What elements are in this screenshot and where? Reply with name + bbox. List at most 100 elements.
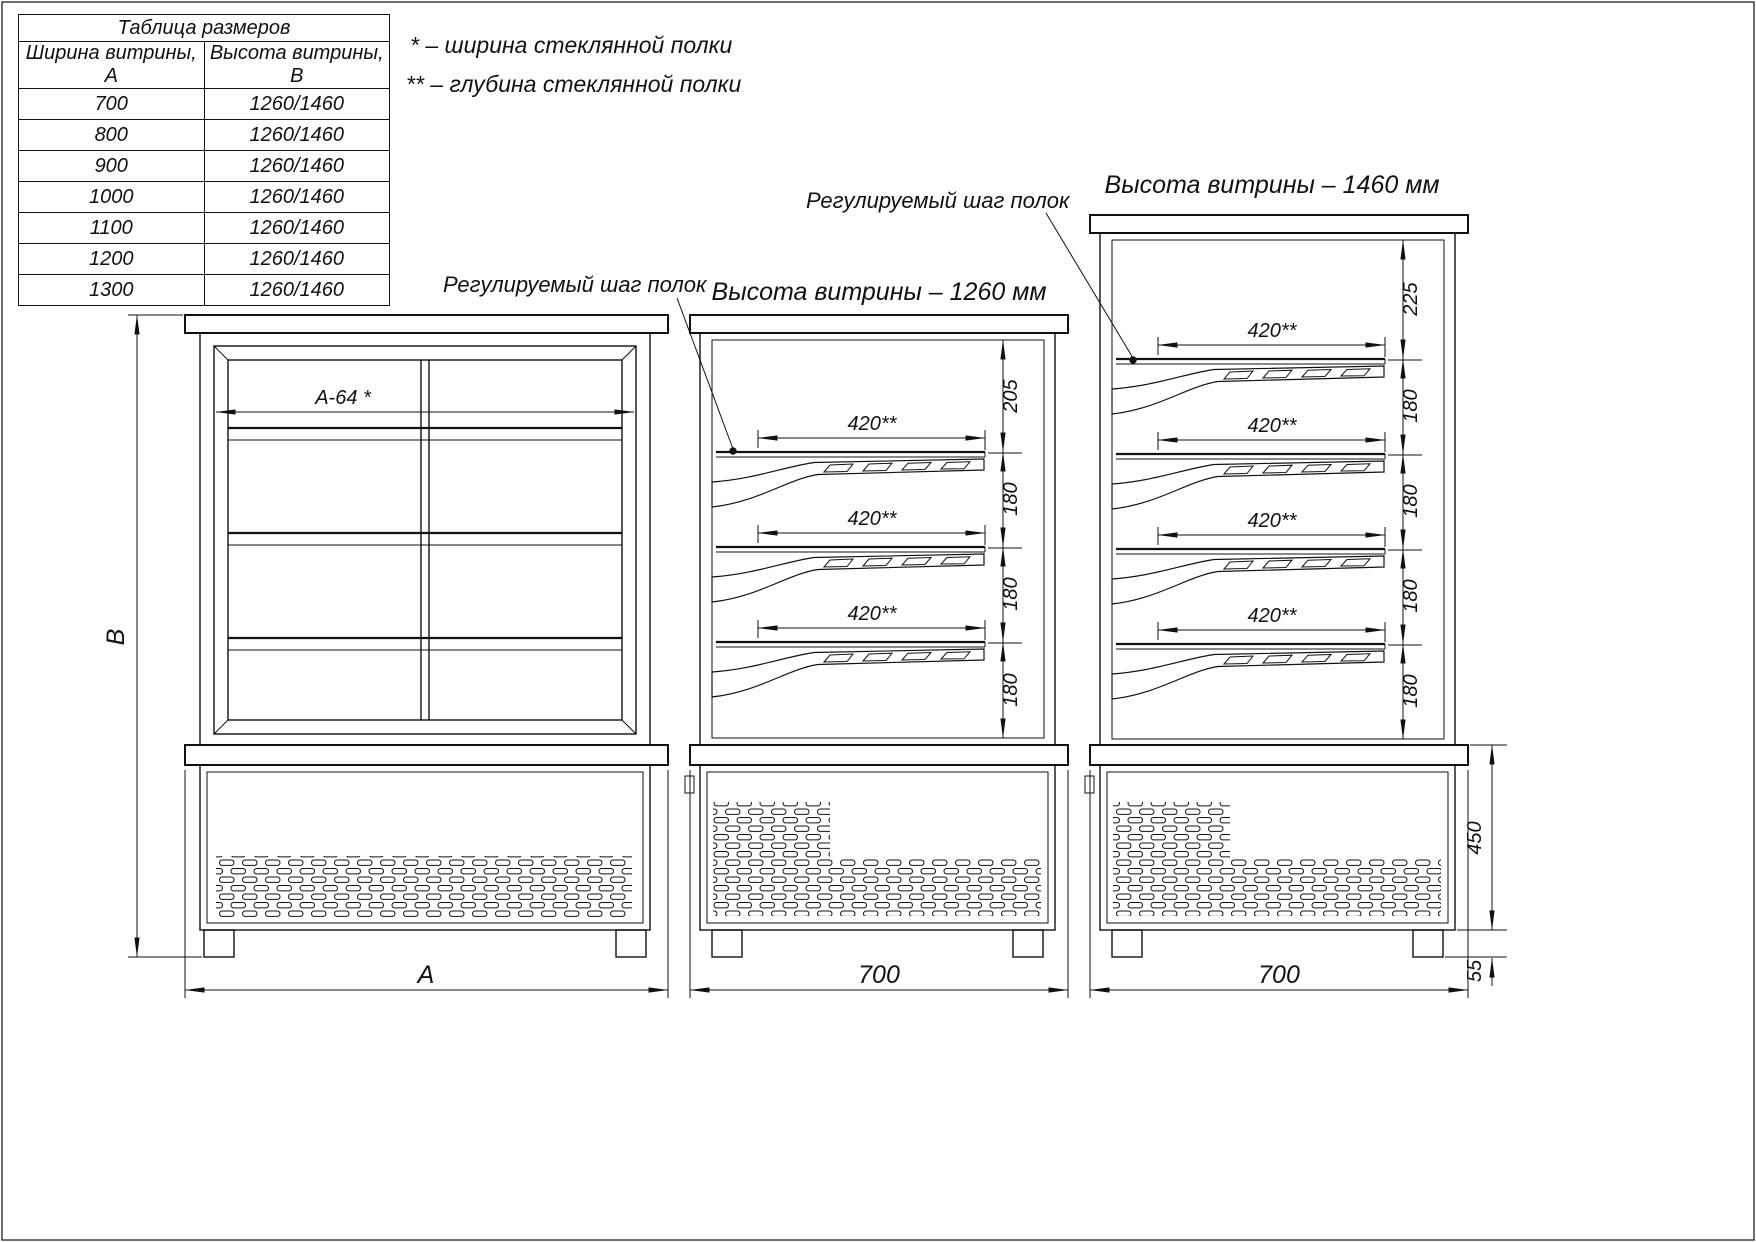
v1460-title: Высота витрины – 1460 мм [1105, 171, 1440, 199]
width-value: 800 [18, 119, 205, 151]
v1260-shelf-depth-3: 420** [848, 603, 898, 625]
width-value: 1000 [18, 181, 205, 213]
v1260-shelf-depth-dims [757, 430, 986, 640]
v1460-callout-leader [1045, 212, 1137, 364]
front-base-cabinet-inner [206, 771, 644, 924]
v1260-width-700-label: 700 [858, 961, 900, 989]
v1260-gap-180-3: 180 [1000, 673, 1022, 706]
v1460-base-cabinet-inner [1106, 771, 1449, 924]
v1460-left-leg [1111, 929, 1143, 958]
height-value: 1260/1460 [203, 181, 390, 213]
v1260-gap-180-1: 180 [1000, 482, 1022, 515]
v1260-base-cabinet-inner [706, 771, 1049, 924]
v1460-gap-225: 225 [1400, 281, 1422, 316]
v1260-dim-width-700 [689, 770, 1069, 998]
size-table: Таблица размеров Ширина витрины, А Высот… [18, 14, 390, 306]
height-value: 1260/1460 [203, 212, 390, 244]
dim-height-B [128, 314, 202, 958]
v1260-shelf-3 [710, 640, 987, 699]
height-value: 1260/1460 [203, 88, 390, 120]
v1460-shelf-1 [1110, 357, 1387, 416]
v1460-leg-height-55-label: 55 [1464, 959, 1486, 982]
v1460-base-height-450-label: 450 [1464, 821, 1486, 854]
v1460-vent-grille-upper [1113, 802, 1230, 858]
v1260-shelf-1 [710, 450, 987, 509]
front-door-frame-inner [227, 359, 623, 721]
height-value: 1260/1460 [203, 274, 390, 306]
v1260-vertical-dim-chain [988, 339, 1022, 739]
v1460-shelf-depth-2: 420** [1248, 415, 1298, 437]
v1460-width-700-label: 700 [1258, 961, 1300, 989]
v1260-shelf-depth-1: 420** [848, 413, 898, 435]
v1260-top-cap [689, 314, 1069, 334]
v1260-gap-205: 205 [1000, 378, 1022, 413]
v1460-callout-label: Регулируемый шаг полок [806, 188, 1071, 213]
v1260-gap-180-2: 180 [1000, 577, 1022, 610]
v1460-dim-width-700 [1089, 770, 1469, 998]
width-value: 1300 [18, 274, 205, 306]
v1260-vent-grille-lower [713, 858, 1041, 916]
v1460-shelf-2 [1110, 452, 1387, 511]
frame-mitre-lines [213, 345, 637, 735]
label-height-B: В [102, 629, 130, 646]
v1460-shelf-depth-1: 420** [1248, 320, 1298, 342]
v1460-shelf-depth-dims [1157, 337, 1386, 642]
label-width-A: А [416, 961, 435, 989]
width-value: 1200 [18, 243, 205, 275]
label-shelf-width-A-64: А-64 * [314, 387, 372, 409]
front-right-leg [615, 929, 647, 958]
size-table-header-height: Высота витрины, В [203, 41, 390, 89]
width-value: 900 [18, 150, 205, 182]
height-value: 1260/1460 [203, 150, 390, 182]
side-view-1460 [1045, 212, 1507, 998]
v1260-title: Высота витрины – 1260 мм [712, 278, 1047, 306]
v1260-shelf-2 [710, 545, 987, 604]
v1260-callout-leader [676, 297, 737, 455]
v1460-gap-180-4: 180 [1400, 674, 1422, 707]
v1260-right-leg [1012, 929, 1044, 958]
v1460-right-dims [1445, 744, 1507, 986]
front-door-frame-outer [213, 345, 637, 735]
size-table-header-width: Ширина витрины, А [18, 41, 205, 89]
v1460-shelf-4 [1110, 642, 1387, 701]
v1260-callout-label: Регулируемый шаг полок [443, 272, 708, 297]
v1460-shelf-3 [1110, 547, 1387, 606]
front-left-leg [203, 929, 235, 958]
footnote-shelf-width: * – ширина стеклянной полки [410, 32, 732, 58]
v1460-counter-band [1089, 744, 1469, 766]
v1460-gap-180-2: 180 [1400, 484, 1422, 517]
height-value: 1260/1460 [203, 119, 390, 151]
v1460-shelf-depth-4: 420** [1248, 605, 1298, 627]
v1460-shelf-depth-3: 420** [1248, 510, 1298, 532]
v1260-body-inner [711, 339, 1045, 739]
v1460-right-leg [1412, 929, 1444, 958]
v1260-left-leg [711, 929, 743, 958]
front-view [128, 314, 669, 998]
height-value: 1260/1460 [203, 243, 390, 275]
front-glass-body [199, 332, 651, 746]
front-vent-grille [216, 856, 632, 918]
size-table-title: Таблица размеров [18, 14, 390, 42]
v1460-gap-180-3: 180 [1400, 579, 1422, 612]
side-view-1260 [676, 297, 1069, 998]
v1460-gap-180-1: 180 [1400, 389, 1422, 422]
v1460-vent-grille-lower [1113, 858, 1441, 916]
v1260-counter-band [689, 744, 1069, 766]
dim-width-A [184, 770, 669, 998]
v1460-vertical-dim-chain [1388, 239, 1422, 740]
front-shelf-edges [228, 426, 622, 651]
v1260-base-cabinet [699, 764, 1056, 931]
front-top-cap [184, 314, 669, 334]
footnote-shelf-depth: ** – глубина стеклянной полки [406, 71, 741, 97]
v1460-base-cabinet [1099, 764, 1456, 931]
